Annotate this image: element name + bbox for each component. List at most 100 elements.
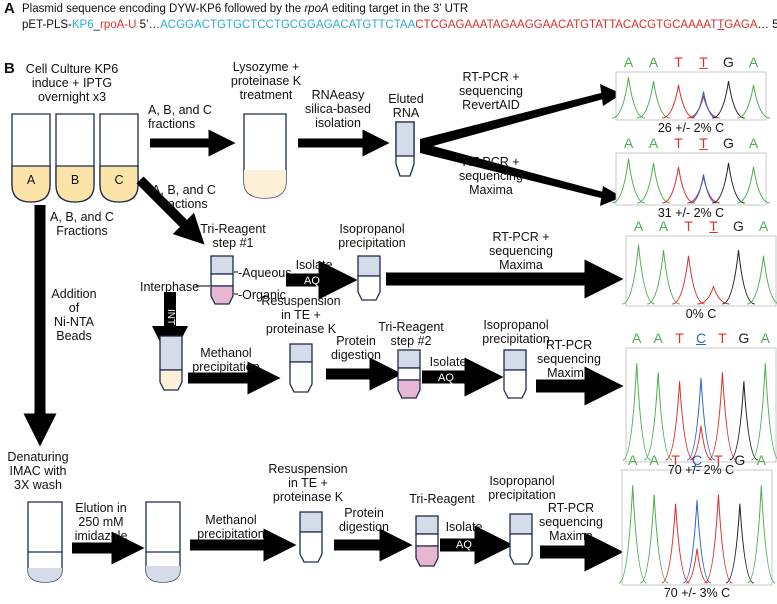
lysozyme-tube xyxy=(243,113,287,199)
chromatogram-5-base-5: T xyxy=(714,452,723,468)
isopropanol-tube-2 xyxy=(503,349,527,399)
chromatogram-4-peak-G xyxy=(729,381,758,461)
chromatogram-3-result: 0% C xyxy=(685,307,717,321)
aq-label-1: AQ xyxy=(304,275,320,287)
seq-red-1: CTCGAGAAATAGAAGGAACATGTATTACACGTGCAAAAT xyxy=(415,19,718,31)
chromatogram-1-base-5: G xyxy=(723,54,734,70)
arrow-diagonal xyxy=(136,176,205,245)
rt-seq-maxima-2-label: RT-PCR sequencing Maxima xyxy=(539,501,603,543)
arrow-head-top xyxy=(600,84,622,106)
chromatogram-5-base-7: A xyxy=(756,452,766,468)
trireagent-3-tube xyxy=(415,515,439,567)
chromatogram-3-base-1: A xyxy=(633,218,644,234)
chromatogram-4-base-4: C xyxy=(695,330,707,346)
chromatogram-2-peak-A xyxy=(737,167,770,204)
resuspension-1-label: Resuspension in TE + proteinase K xyxy=(261,294,341,336)
seq-blue: ACGGACTGTGCTCCTGCGGAGACATGTTCTAA xyxy=(160,19,416,31)
chromatogram-3-base-3: T xyxy=(684,218,693,234)
chromatogram-2-base-5: G xyxy=(723,135,734,151)
chromatogram-3-base-2: A xyxy=(658,218,669,234)
fractions-3-label: A, B, and C Fractions xyxy=(50,210,114,238)
chromatogram-5-base-1: A xyxy=(628,452,638,468)
chromatogram-1-peak-A xyxy=(612,77,645,119)
resuspension-tube-1 xyxy=(289,343,313,393)
panel-a-title-gene: rpoA xyxy=(304,3,329,15)
panel-a-title: Plasmid sequence encoding DYW-KP6 follow… xyxy=(22,3,468,15)
iso-precip-3-label: Isopropanol precipitation xyxy=(488,474,556,502)
aq-label-3: AQ xyxy=(456,539,472,551)
rt-maxima-top-label: RT-PCR + sequencing Maxima xyxy=(459,155,523,197)
resuspension-tube-2 xyxy=(299,511,323,563)
isolate-label-1: Isolate xyxy=(295,258,333,272)
seq-3prime: … 5’ xyxy=(757,19,777,31)
chromatogram-2-base-2: A xyxy=(648,135,659,151)
chromatogram-5-result: 70 +/- 3% C xyxy=(663,586,731,600)
chromatogram-5-secondary-peak xyxy=(685,548,709,584)
chromatogram-4-base-2: A xyxy=(653,330,663,346)
chromatogram-5-peak-A xyxy=(747,485,776,584)
iso-precip-2-label: Isopropanol precipitation xyxy=(482,318,550,346)
chromatogram-4-peak-A xyxy=(622,363,651,461)
isopropanol-tube-1 xyxy=(357,255,381,301)
chromatogram-4-base-7: A xyxy=(760,330,770,346)
chromatogram-4-peak-C xyxy=(686,377,716,461)
chromatogram-3-frame xyxy=(625,235,777,307)
panel-a-sequence: pET-PLS-KP6_rpoA-U 5’…ACGGACTGTGCTCCTGCG… xyxy=(22,19,777,31)
chromatogram-2-peak-A xyxy=(612,158,645,204)
chromatogram-1-base-3: T xyxy=(674,54,683,70)
chromatogram-2-base-3: T xyxy=(674,135,683,151)
trireagent-3-label: Tri-Reagent xyxy=(409,492,475,506)
chromatogram-5-peak-T xyxy=(661,503,690,584)
chromatogram-4-secondary-peak xyxy=(689,425,713,461)
chromatogram-3-peak-A xyxy=(747,255,777,305)
panel-a-title-pre: Plasmid sequence encoding DYW-KP6 follow… xyxy=(22,3,305,15)
chromatogram-1-base-1: A xyxy=(623,54,634,70)
chromatogram-2-peak-A xyxy=(637,162,670,204)
chromatogram-4-peak-T xyxy=(665,381,694,461)
chromatogram-3-peak-T xyxy=(672,255,705,305)
eluted-rna-tube xyxy=(395,121,415,177)
chromatogram-2-base-4: T xyxy=(699,135,708,151)
culture-label: Cell Culture KP6 induce + IPTG overnight… xyxy=(25,62,119,104)
chromatogram-1-secondary-peak xyxy=(690,91,717,119)
isolate-label-2: Isolate xyxy=(429,355,467,369)
chromatogram-5-base-4: C xyxy=(691,452,703,468)
int-label: INT xyxy=(165,308,176,326)
panel-b-label: B xyxy=(4,60,15,77)
chromatogram-4-base-5: T xyxy=(718,330,727,346)
chromatogram-3-peak-A xyxy=(647,250,680,305)
chromatogram-1-peak-T xyxy=(662,84,695,119)
chromatogram-1-base-6: A xyxy=(748,54,759,70)
chromatogram-4-base-1: A xyxy=(632,330,642,346)
methanol-tube-1 xyxy=(159,335,183,391)
chromatogram-4-peak-T xyxy=(708,372,737,461)
chromatogram-5-peak-T xyxy=(704,494,733,584)
culture-tube-c xyxy=(99,113,139,203)
chromatogram-5-base-3: T xyxy=(671,452,680,468)
chromatogram-5-base-2: A xyxy=(649,452,659,468)
panel-a-title-post: editing target in the 3’ UTR xyxy=(328,3,469,15)
denaturing-label: Denaturing IMAC with 3X wash xyxy=(7,450,69,492)
seq-kp6: KP6 xyxy=(71,19,94,31)
chromatogram-3-peak-G xyxy=(722,250,755,305)
protein-digestion-1-label: Protein digestion xyxy=(330,334,382,362)
seq-prefix: pET-PLS- xyxy=(22,19,72,31)
seq-target-base: T xyxy=(717,19,725,31)
chromatogram-2-secondary-peak xyxy=(690,174,717,204)
interphase-label: Interphase xyxy=(140,280,200,294)
chromatogram-4-frame xyxy=(625,347,777,463)
chromatogram-2-peak-G xyxy=(712,162,745,204)
chromatogram-3-base-4: T xyxy=(709,218,718,234)
chromatogram-5-peak-A xyxy=(640,494,669,584)
chromatogram-layer xyxy=(612,71,777,586)
lysozyme-label: Lysozyme + proteinase K treatment xyxy=(230,60,302,102)
chromatogram-1-peak-G xyxy=(712,80,745,119)
methanol-2-label: Methanol precipitation xyxy=(197,513,265,541)
protein-digestion-2-label: Protein digestion xyxy=(338,506,390,534)
chromatogram-1-result: 26 +/- 2% C xyxy=(657,121,725,135)
chromatogram-2-peak-T xyxy=(662,167,695,204)
seq-red-2: GAGA xyxy=(724,19,758,31)
resuspension-2-label: Resuspension in TE + proteinase K xyxy=(268,462,348,504)
trireagent-1-tube xyxy=(210,255,234,305)
